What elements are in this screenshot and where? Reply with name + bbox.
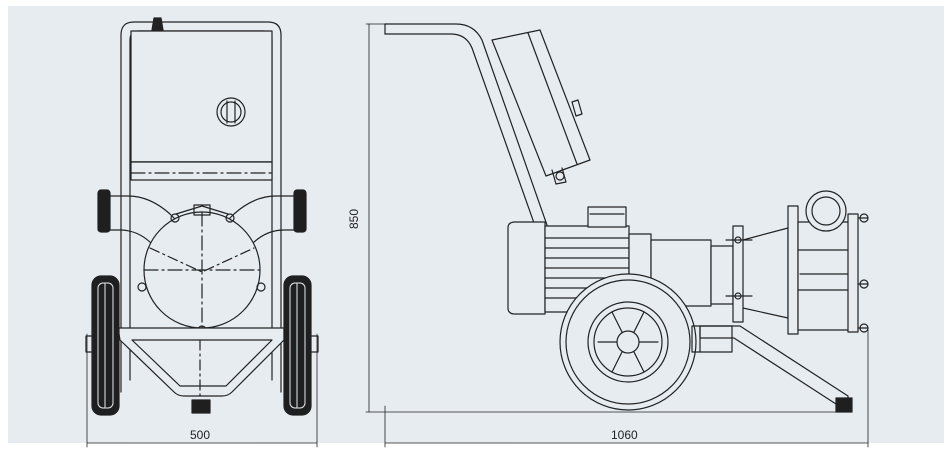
side-foot [835,397,853,413]
dimension-width-label: 500 [190,428,211,442]
side-pump-head [787,190,869,335]
front-top-knob [151,17,164,31]
front-handle-outer [120,21,282,393]
front-base-frame [117,327,285,397]
front-flange-left [97,189,111,233]
side-control-box [491,29,591,177]
front-foot [191,399,211,414]
dimensions [86,23,869,448]
side-handle [384,23,575,303]
dimension-height-label: 850 [347,208,362,230]
front-pipe-right [225,195,297,245]
front-switch-icon [216,97,246,127]
side-view [384,23,869,413]
front-pipe-left [107,195,179,245]
front-control-box [130,30,273,163]
side-base-rail [699,325,849,405]
dimension-length-label: 1060 [611,428,638,442]
side-wheel [559,273,733,411]
front-view [85,17,319,416]
front-flange-right [293,189,307,233]
